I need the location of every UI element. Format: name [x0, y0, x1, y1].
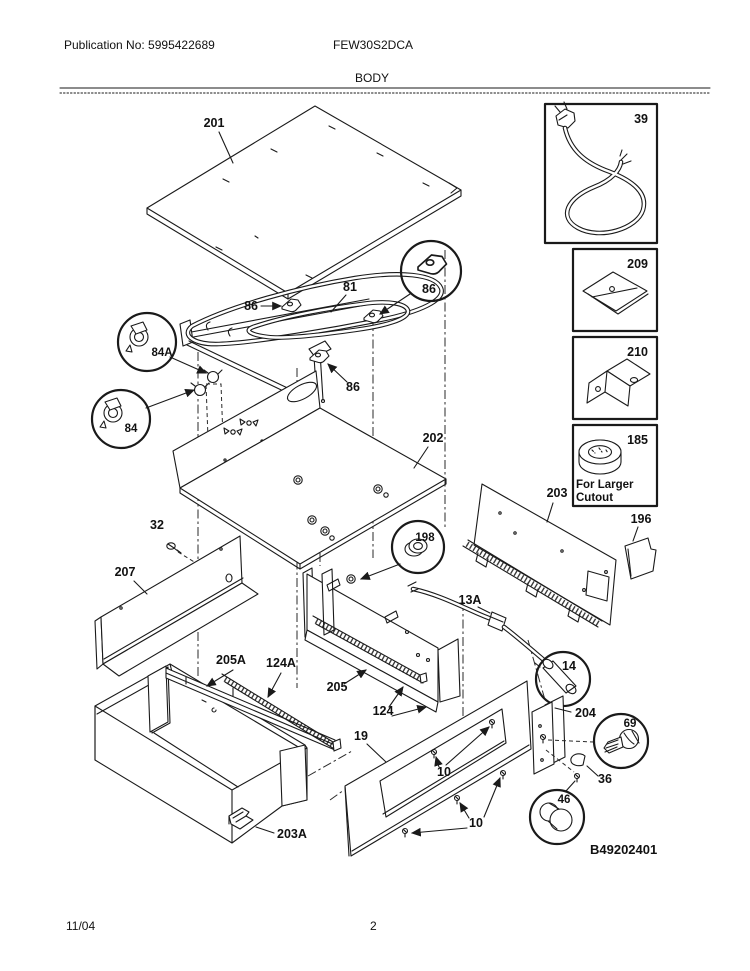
label-198: 198	[415, 532, 435, 544]
part-204-bracket-plate: 204	[531, 695, 596, 775]
callout-69-screw: 69	[592, 712, 650, 770]
label-196: 196	[631, 512, 652, 526]
label-124a: 124A	[266, 656, 296, 670]
label-124: 124	[373, 704, 394, 718]
inset-box-power-cord: 39	[543, 101, 659, 245]
label-39: 39	[634, 112, 648, 126]
label-209: 209	[627, 257, 648, 271]
label-69: 69	[624, 718, 637, 730]
bracket-drawing	[586, 358, 651, 407]
note-for-larger: For Larger	[576, 479, 634, 491]
label-81: 81	[343, 280, 357, 294]
label-36: 36	[598, 772, 612, 786]
part-205a-rail: 205A	[147, 653, 336, 751]
grommet-ring-drawing	[578, 439, 622, 475]
label-46: 46	[558, 794, 571, 806]
model-number: FEW30S2DCA	[333, 38, 413, 52]
clips-86: 86 86	[244, 298, 384, 394]
part-196-plate: 196	[624, 512, 657, 580]
label-86-center: 86	[346, 380, 360, 394]
label-19: 19	[354, 729, 368, 743]
label-86-callout: 86	[422, 282, 436, 296]
label-205: 205	[327, 680, 348, 694]
part-207-side-channel: 207	[94, 535, 259, 677]
note-cutout: Cutout	[576, 492, 613, 504]
callout-198-grommet: 198	[346, 519, 446, 584]
footer-date: 11/04	[66, 919, 95, 933]
inset-border	[571, 247, 659, 333]
publication-number: Publication No: 5995422689	[64, 38, 215, 52]
part-19-drawer-front: 19 10 10	[344, 680, 532, 857]
inset-border	[571, 423, 659, 508]
label-210: 210	[627, 345, 648, 359]
label-204: 204	[575, 706, 596, 720]
label-205a: 205A	[216, 653, 246, 667]
element-clamps	[190, 369, 224, 439]
part-124-slide-rail	[312, 615, 428, 684]
inset-box-plate: 209	[571, 247, 659, 333]
label-201: 201	[204, 116, 225, 130]
callout-14-probe: 14	[534, 650, 592, 708]
plate-drawing	[582, 271, 649, 315]
part-36-cap: 36	[570, 753, 612, 786]
label-84: 84	[125, 423, 138, 435]
footer-page-number: 2	[370, 919, 377, 933]
inset-border	[543, 102, 659, 245]
part-201-top-panel: 201	[146, 105, 462, 300]
label-185: 185	[627, 433, 648, 447]
label-202: 202	[423, 431, 444, 445]
label-84a: 84A	[151, 347, 172, 359]
callout-84a-clamp: 84A	[116, 311, 208, 374]
callout-46-knob: 46	[528, 772, 586, 846]
section-title: BODY	[355, 71, 389, 85]
part-205-front-channel: 205 124	[302, 567, 461, 718]
part-202-pan: 202	[172, 370, 447, 570]
label-10-lower: 10	[469, 816, 483, 830]
page-footer: 11/04 2	[66, 919, 377, 933]
page-header: Publication No: 5995422689 FEW30S2DCA BO…	[59, 38, 711, 94]
diagram-id: B49202401	[590, 842, 657, 857]
label-32: 32	[150, 518, 164, 532]
part-203-rear-panel: 203	[462, 483, 617, 628]
label-86-left: 86	[244, 299, 258, 313]
inset-box-grommet: 185 For Larger Cutout	[571, 423, 659, 508]
part-13a-sensor: 13A	[407, 581, 548, 664]
part-32-screw: 32	[150, 518, 197, 564]
inset-border	[571, 335, 659, 421]
label-14: 14	[562, 659, 576, 673]
callout-84-clamp: 84	[90, 388, 196, 450]
label-13a: 13A	[459, 593, 482, 607]
callout-86-clip: 86	[379, 239, 463, 315]
inset-box-bracket: 210	[571, 335, 659, 421]
label-207: 207	[115, 565, 136, 579]
part-124a-slide-rail: 124A	[221, 656, 342, 752]
part-203a-bracket: 203A	[228, 807, 307, 841]
label-203a: 203A	[277, 827, 307, 841]
label-10-upper: 10	[437, 765, 451, 779]
power-cord-drawing	[554, 101, 647, 236]
label-203: 203	[547, 486, 568, 500]
